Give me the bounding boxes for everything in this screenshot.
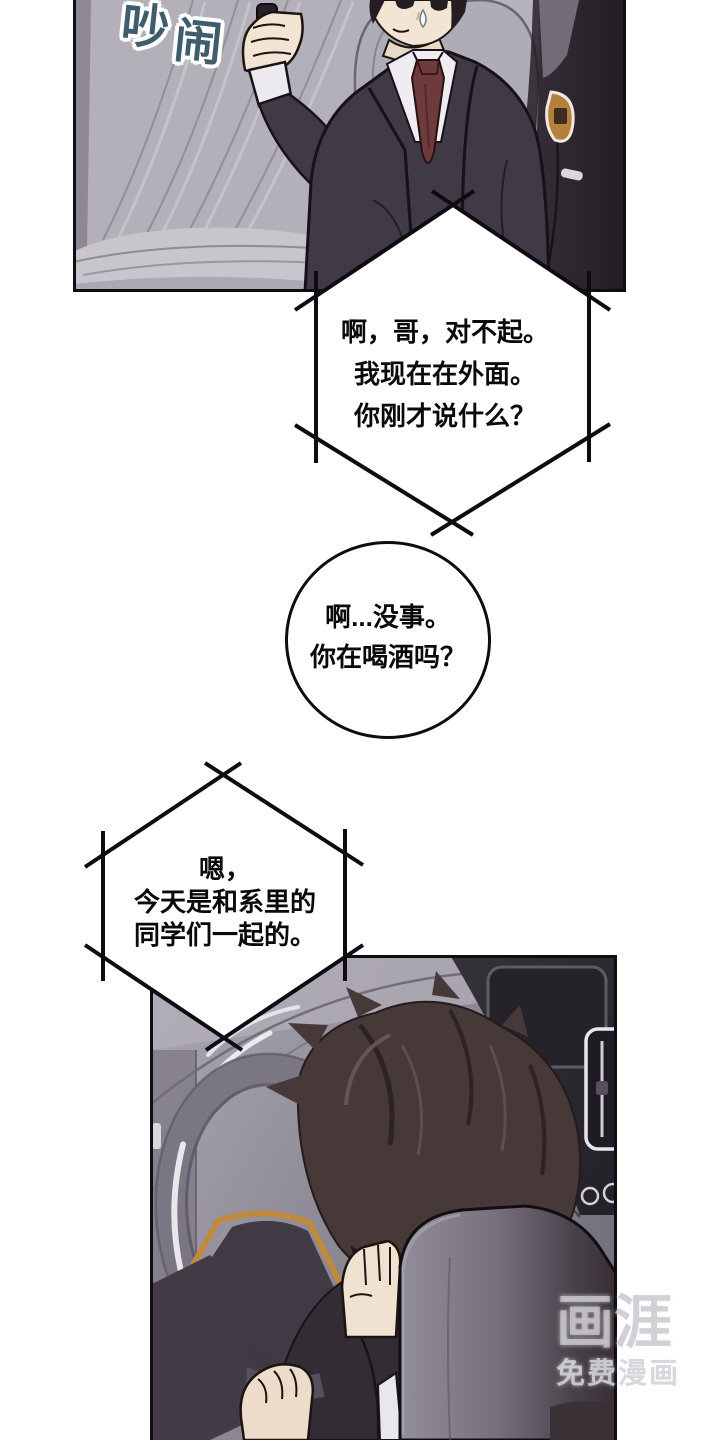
dash-knob-2 [602, 1182, 617, 1204]
left-arm [150, 1255, 250, 1440]
watermark-tagline: 免费漫画 [556, 1358, 681, 1390]
sweat-drop [419, 8, 427, 29]
panel-border [150, 955, 617, 1440]
driver-illustration [150, 955, 617, 1440]
bench-seat [73, 227, 373, 292]
bubble-1-line-2: 我现在在外面。 [353, 359, 536, 389]
bubble-3-line-1: 嗯， [198, 854, 251, 884]
sfx-noisy: 吵闹 [118, 0, 231, 73]
panel-driver [150, 955, 617, 1440]
hand-on-face [340, 1239, 402, 1339]
mouth [392, 28, 410, 33]
backseat-illustration [73, 0, 626, 292]
seat-gap-shadow [501, 0, 543, 292]
door-latch [560, 168, 583, 181]
tie [410, 59, 446, 164]
wheel-accent-orange [189, 1210, 353, 1305]
eye-right [430, 0, 448, 11]
hair-right [451, 0, 467, 30]
speech-bubble-1: 啊，哥，对不起。 我现在在外面。 你刚才说什么？ [270, 175, 620, 555]
bubble-3-line-2: 今天是和系里的 [133, 887, 316, 917]
dash-knob-1 [580, 1186, 600, 1206]
shirt-sliver [376, 1371, 404, 1440]
watermark-logo: 画涯 [556, 1290, 673, 1355]
hair-left [369, 0, 385, 24]
bubble-2-line-1: 啊...没事。 [325, 602, 451, 632]
bubble-2-line-2: 你在喝酒吗？ [309, 642, 466, 672]
speech-bubble-2: 啊...没事。 你在喝酒吗？ [285, 541, 491, 739]
eye-left [395, 0, 415, 9]
speech-bubble-3: 嗯， 今天是和系里的 同学们一起的。 [60, 745, 390, 1075]
bubble-1-shape [293, 189, 612, 537]
bubble-3-shape [83, 761, 365, 1052]
bubble-2-text: 啊...没事。 你在喝酒吗？ [288, 597, 488, 677]
panel-backseat [73, 0, 626, 292]
sfx-char-2: 闹 [171, 14, 231, 73]
bubble-1-text: 啊，哥，对不起。 我现在在外面。 你刚才说什么？ [270, 311, 620, 437]
bubble-1-line-3: 你刚才说什么？ [353, 401, 536, 431]
bubble-1-line-1: 啊，哥，对不起。 [340, 317, 549, 347]
foreground-seat [398, 1204, 617, 1440]
bubble-3-text: 嗯， 今天是和系里的 同学们一起的。 [60, 853, 390, 952]
watermark: 画涯 免费漫画 [556, 1294, 680, 1389]
sfx-char-1: 吵 [118, 0, 179, 58]
fist [239, 1363, 314, 1440]
bubble-3-line-3: 同学们一起的。 [133, 920, 316, 950]
